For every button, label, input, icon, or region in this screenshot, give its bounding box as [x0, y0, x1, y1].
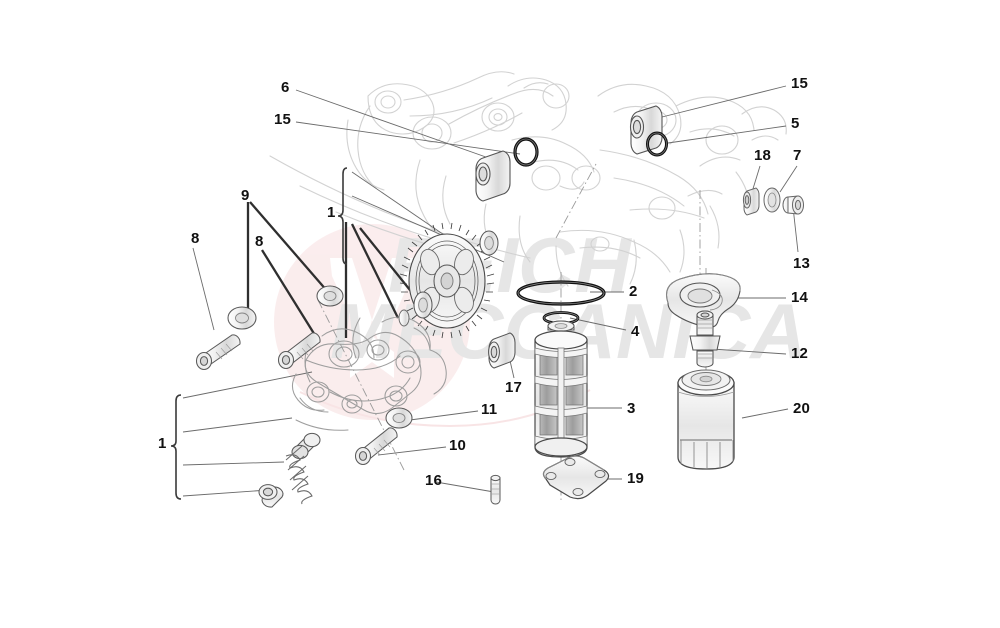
callout-8-inner: 8 — [255, 233, 264, 250]
callout-16: 16 — [425, 472, 443, 489]
part-2-o-ring-large — [516, 280, 606, 306]
part-13-plug — [782, 195, 804, 215]
relief-valve-plunger — [291, 432, 321, 460]
part-3-filter-cartridge — [534, 320, 588, 458]
callout-2: 2 — [629, 283, 638, 300]
part-20-oil-filter — [677, 369, 735, 470]
callout-18: 18 — [754, 147, 772, 164]
callout-19: 19 — [627, 470, 645, 487]
relief-valve-cap — [258, 484, 284, 508]
part-18-bush — [742, 187, 760, 216]
leader-lines-heavy — [246, 201, 419, 341]
part-15a-o-ring — [513, 137, 539, 167]
callout-1-upper: 1 — [327, 204, 336, 221]
callout-9: 9 — [241, 187, 250, 204]
part-17-bush — [488, 332, 516, 369]
bracket-group-1-lower — [170, 394, 182, 500]
part-16-screw — [490, 474, 501, 505]
callout-10: 10 — [449, 437, 467, 454]
part-12-filter-nipple — [689, 310, 721, 368]
part-19-cover-plate — [542, 455, 610, 500]
callout-15-upper-right: 15 — [791, 75, 809, 92]
part-8a-bolt — [195, 334, 241, 371]
part-9-washer-upper — [227, 306, 257, 330]
callout-3: 3 — [627, 400, 636, 417]
part-7-washer — [763, 187, 781, 213]
callout-17: 17 — [505, 379, 523, 396]
callout-1-lower: 1 — [158, 435, 167, 452]
part-9-washer-mid — [316, 285, 344, 307]
part-bush-top-right-gear — [479, 230, 499, 256]
part-11-washer — [385, 407, 413, 429]
callout-4: 4 — [631, 323, 640, 340]
part-8b-bolt — [277, 332, 321, 370]
callout-13: 13 — [793, 255, 811, 272]
part-pin-small — [398, 309, 410, 327]
callout-7: 7 — [793, 147, 802, 164]
callout-20: 20 — [793, 400, 811, 417]
leader-lines — [182, 85, 799, 497]
callout-5: 5 — [791, 115, 800, 132]
part-15b-dowel-bush — [629, 105, 663, 155]
part-10-bolt — [354, 427, 398, 466]
part-5-o-ring — [646, 131, 668, 157]
relief-valve-assembly — [258, 432, 321, 508]
bracket-group-1-upper — [337, 167, 348, 265]
part-6-dowel-bush — [475, 150, 511, 202]
callout-14: 14 — [791, 289, 809, 306]
part-bush-right-of-pump — [413, 291, 433, 319]
oil-pump-body — [291, 316, 447, 431]
callout-11: 11 — [481, 401, 498, 418]
callout-6: 6 — [281, 79, 290, 96]
part-14-retaining-plate — [665, 273, 741, 328]
callout-15-upper-left: 15 — [274, 111, 292, 128]
callout-12: 12 — [791, 345, 809, 362]
relief-valve-spring — [285, 445, 313, 505]
callout-8-outer: 8 — [191, 230, 200, 247]
